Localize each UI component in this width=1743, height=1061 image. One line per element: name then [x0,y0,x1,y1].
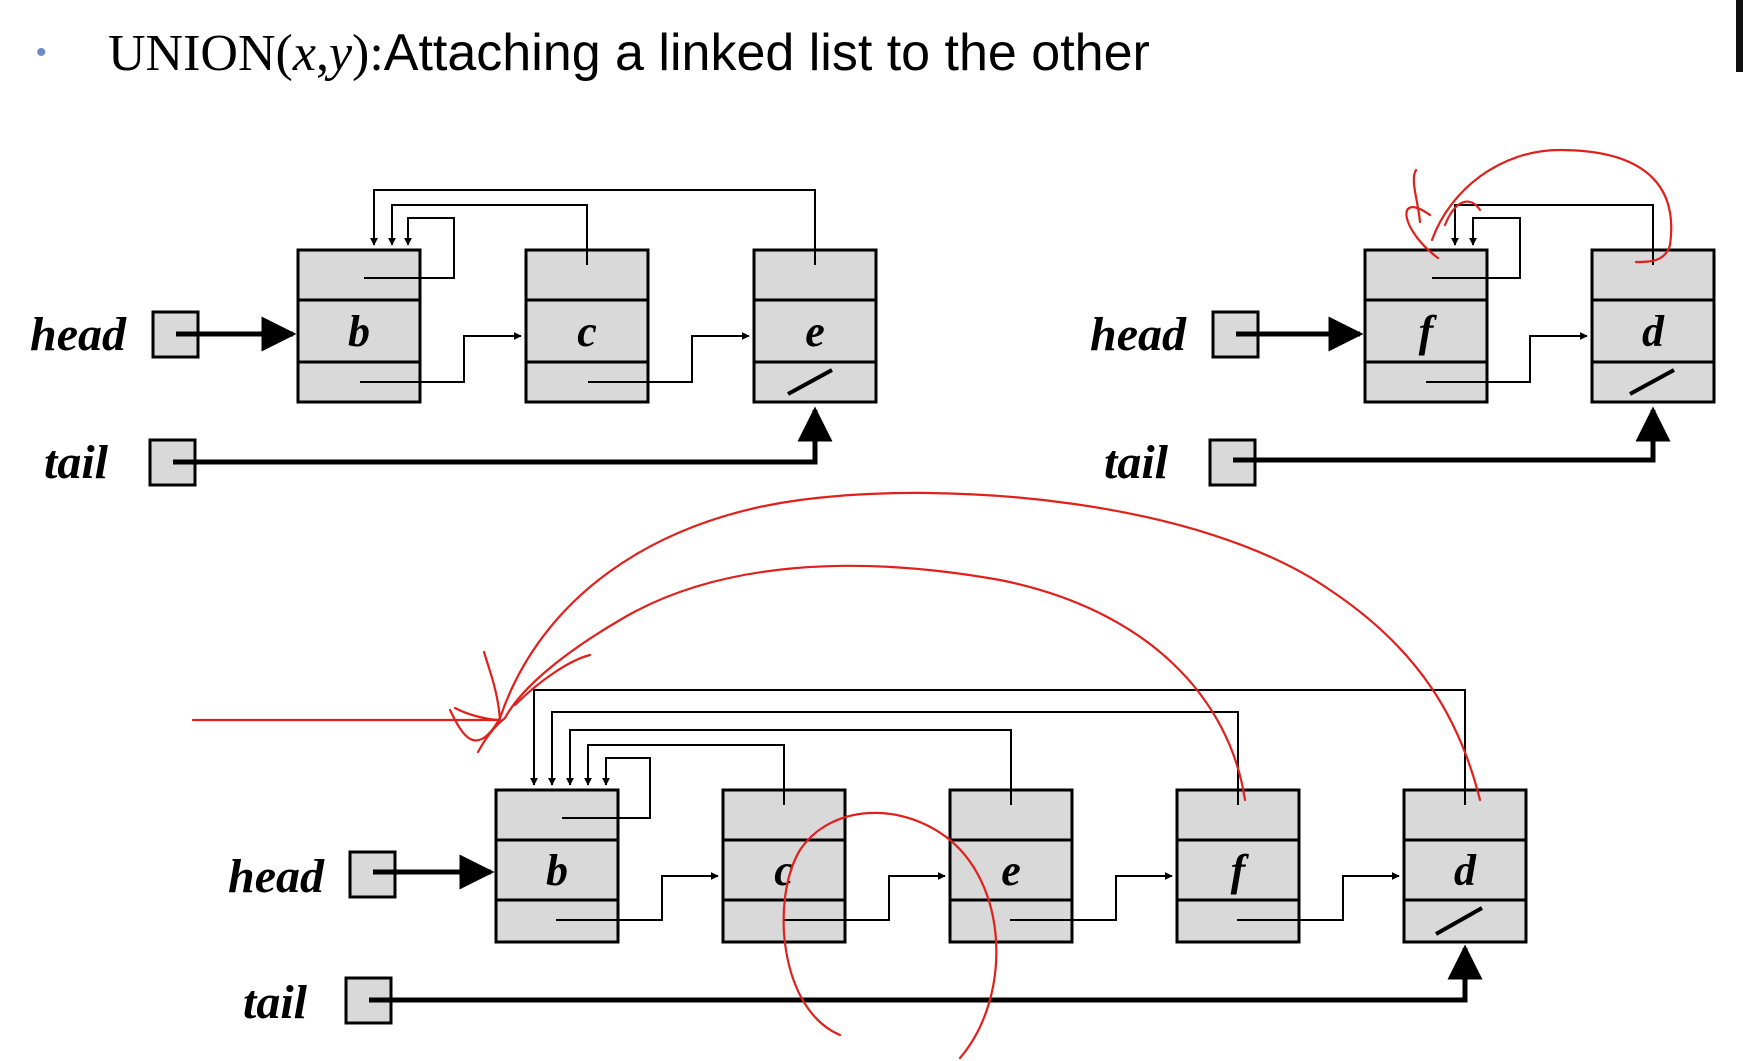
list2-node-label: f [1419,307,1438,356]
list1-tail-label: tail [44,436,109,489]
list1-node-b: b [296,248,422,404]
merged-node-label: e [1001,846,1021,895]
list1-node-label: c [577,307,597,356]
list2-tail-box [1208,438,1257,487]
list1-head-label: head [30,308,127,361]
merged-node-label: d [1454,846,1477,895]
list2-node-label: d [1642,307,1665,356]
merged-head-label: head [228,850,325,903]
bullet-icon: • [36,36,47,69]
merged-node-d: d [1402,788,1528,944]
merged-node-label: b [546,846,568,895]
list1-group: head tail b c e [30,189,878,489]
slide-title: • UNION(x,y): Attaching a linked list to… [36,18,1150,88]
merged-node-label: f [1231,846,1250,895]
handwritten-annotations [191,148,1673,1060]
list2-node-f: f [1363,248,1489,404]
null-slash [1435,906,1483,936]
null-slash [787,368,833,396]
title-function: UNION(x,y): [108,24,384,82]
window-edge-bar [1736,0,1743,72]
list2-head-label: head [1090,308,1187,361]
list1-node-e: e [752,248,878,404]
list2-node-d: d [1590,248,1716,404]
list1-node-c: c [524,248,650,404]
merged-group: head tail b c e f [228,689,1528,1029]
list1-node-label: e [805,307,825,356]
merged-node-label: c [774,846,794,895]
list1-node-label: b [348,307,370,356]
list2-group: head tail f d [1090,204,1716,489]
merged-tail-label: tail [243,976,308,1029]
list2-tail-label: tail [1104,436,1169,489]
merged-node-b: b [494,788,620,944]
title-text: Attaching a linked list to the other [383,24,1150,82]
null-slash [1629,368,1675,396]
merged-node-f: f [1175,788,1301,944]
